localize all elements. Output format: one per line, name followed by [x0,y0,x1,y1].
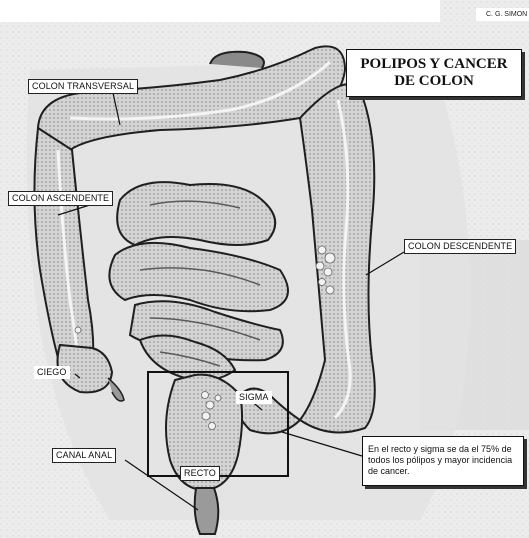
label-ciego: CIEGO [34,366,70,379]
top-white-strip [0,0,440,22]
label-canal-anal: CANAL ANAL [52,448,116,463]
anal-canal [195,488,219,534]
label-recto: RECTO [180,466,220,481]
title-line-2: DE COLON [347,73,521,90]
diagram-title: POLIPOS Y CANCER DE COLON [346,49,522,97]
title-line-1: POLIPOS Y CANCER [347,56,521,73]
label-colon-descendente: COLON DESCENDENTE [404,239,516,254]
artist-credit: C. G. SIMON [476,8,529,21]
statistics-note: En el recto y sigma se da el 75% de todo… [362,436,524,486]
label-colon-transversal: COLON TRANSVERSAL [28,79,138,94]
label-sigma: SIGMA [236,391,272,404]
label-colon-ascendente: COLON ASCENDENTE [8,191,113,206]
